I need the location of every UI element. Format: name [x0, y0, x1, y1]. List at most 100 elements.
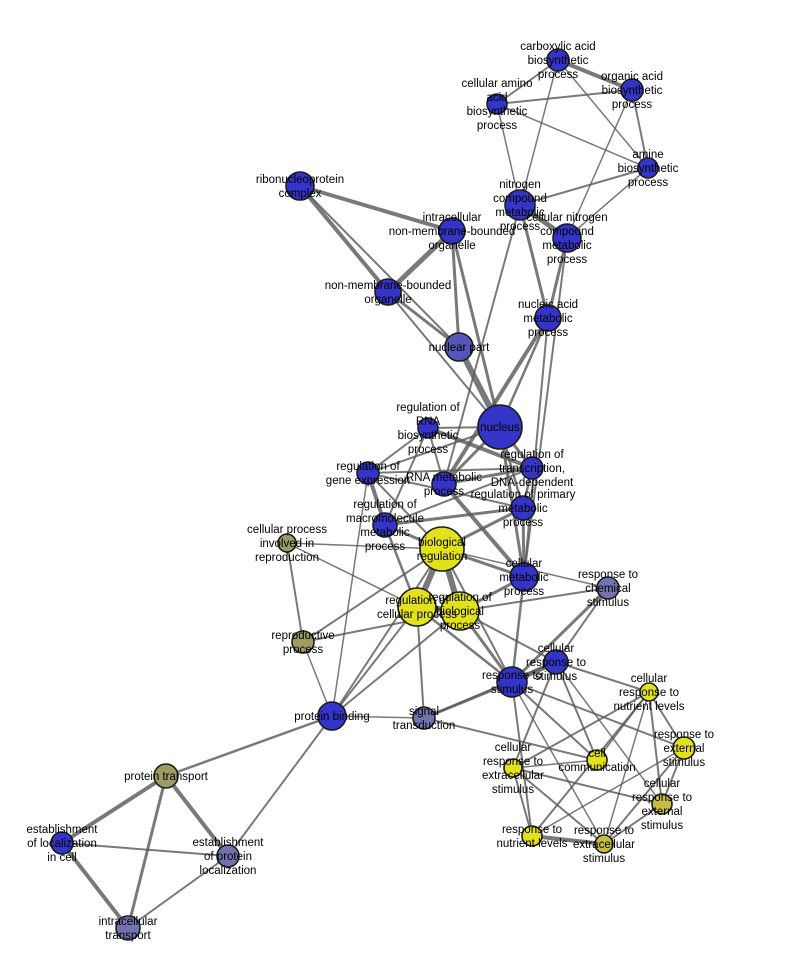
node-cellcomm[interactable] — [586, 749, 608, 771]
node-regcell[interactable] — [397, 587, 437, 627]
edge-respstim-respext — [511, 681, 685, 749]
edge-amino-nitrogen — [496, 103, 521, 206]
node-respchem[interactable] — [596, 576, 620, 600]
edge-cellrespnutrient-cellrespext — [648, 691, 663, 805]
node-prottrans[interactable] — [153, 763, 179, 789]
node-signal[interactable] — [412, 706, 436, 730]
edge-amine-nitrogen — [519, 167, 649, 206]
node-respstim[interactable] — [496, 666, 528, 698]
node-estprotloc[interactable] — [216, 844, 240, 868]
node-amino[interactable] — [486, 93, 508, 115]
edge-estloc-intratrans — [60, 841, 130, 930]
edge-organic-amine — [631, 89, 649, 169]
node-cellnitrogen[interactable] — [552, 223, 582, 253]
edge-cellprocrep-reprod — [286, 542, 304, 643]
edge-respnutrient-respextra — [530, 834, 606, 846]
node-reggene[interactable] — [356, 461, 380, 485]
node-layer — [50, 48, 696, 941]
node-nitrogen[interactable] — [504, 189, 536, 221]
edge-regcell-proteinbind — [331, 606, 418, 717]
node-cellrespextra[interactable] — [503, 758, 523, 778]
edge-cellprocrep-regcell — [286, 542, 418, 608]
edge-cellmet-respstim — [510, 575, 526, 684]
edge-estprotloc-intratrans — [127, 855, 229, 929]
edge-carboxylic-organic — [556, 58, 634, 92]
edge-biolreg-proteinbind — [331, 548, 443, 717]
edge-organic-amino — [496, 89, 633, 105]
node-biolreg[interactable] — [419, 526, 465, 572]
node-estloc[interactable] — [50, 831, 74, 855]
edge-carboxylic-amine — [557, 59, 649, 169]
node-intratrans[interactable] — [115, 915, 141, 941]
edge-regcell-respstim — [415, 605, 514, 684]
edge-nmb-nuclearpart — [386, 290, 461, 349]
edge-respext-respextra — [603, 747, 685, 845]
node-reprod[interactable] — [291, 630, 315, 654]
edge-respchem-regbiol — [459, 587, 609, 612]
edge-cellresp-signal — [423, 661, 557, 719]
node-proteinbind[interactable] — [317, 701, 347, 731]
node-rnamet[interactable] — [431, 471, 457, 497]
edge-proteinbind-estprotloc — [227, 715, 333, 857]
edge-reggene-proteinbind — [331, 472, 369, 717]
edge-carboxylic-nitrogen — [519, 59, 559, 206]
node-cellmet[interactable] — [509, 562, 539, 592]
node-nuclearpart[interactable] — [444, 332, 474, 362]
edge-ribo-nuclearpart — [299, 185, 460, 348]
node-ribo[interactable] — [285, 171, 315, 201]
edge-cellrespnutrient-respextra — [603, 691, 650, 845]
edge-regrna-regtrans — [426, 426, 534, 470]
edge-inmb-nuclearpart — [450, 229, 461, 349]
node-cellrespext[interactable] — [651, 793, 673, 815]
node-inmb[interactable] — [438, 217, 466, 245]
edge-proteinbind-prottrans — [164, 714, 334, 778]
node-regprimary[interactable] — [510, 495, 536, 521]
node-nucleus[interactable] — [477, 404, 523, 450]
node-amine[interactable] — [637, 157, 659, 179]
node-regmacro[interactable] — [372, 512, 398, 538]
edge-amino-amine — [496, 103, 649, 169]
edge-ribo-inmb — [298, 184, 454, 233]
edge-cellresp-cellcomm — [555, 661, 598, 761]
node-respnutrient[interactable] — [521, 825, 543, 847]
node-cellresp[interactable] — [543, 649, 569, 675]
edge-regtrans-rnamet — [442, 466, 534, 486]
edge-prottrans-intratrans — [126, 774, 168, 930]
edge-rnamet-cellmet — [442, 482, 526, 579]
node-cellrespnutrient[interactable] — [639, 682, 659, 702]
node-organic[interactable] — [620, 78, 644, 102]
edge-inmb-nmb — [385, 228, 455, 295]
edge-prottrans-estloc — [60, 774, 168, 845]
node-carboxylic[interactable] — [546, 48, 570, 72]
edge-cellrespext-respextra — [603, 803, 663, 845]
node-regtrans[interactable] — [520, 456, 544, 480]
edge-cellrespnutrient-cellrespextra — [512, 691, 650, 769]
edge-respchem-cellresp — [555, 587, 609, 663]
edge-cellprocrep-biolreg — [286, 542, 443, 550]
node-nmb[interactable] — [374, 278, 402, 306]
node-regbiol[interactable] — [440, 591, 480, 631]
edge-cellnitrogen-cellmet — [523, 237, 568, 578]
edge-nitrogen-nucleic — [518, 203, 550, 320]
edge-amine-cellnitrogen — [566, 167, 649, 239]
node-nucleic[interactable] — [534, 304, 562, 332]
edge-regtrans-reggene — [367, 467, 533, 474]
edge-respstim-respnutrient — [511, 681, 533, 837]
edge-layer — [60, 58, 685, 930]
node-respext[interactable] — [672, 736, 696, 760]
edge-nucleic-cellmet — [523, 317, 549, 578]
edge-cellcomm-cellrespnutrient — [596, 691, 650, 761]
edge-cellresp-cellrespext — [555, 661, 663, 805]
edge-biolreg-reprod — [302, 548, 443, 643]
node-regrna[interactable] — [417, 417, 439, 439]
node-respextra[interactable] — [594, 834, 614, 854]
edge-regmacro-regprimary — [383, 506, 525, 527]
edge-cellrespextra-respextra — [512, 767, 605, 845]
edge-carboxylic-amino — [496, 59, 559, 105]
node-cellprocrep[interactable] — [277, 533, 297, 553]
edge-respext-respnutrient — [531, 747, 685, 837]
edge-regbiol-proteinbind — [331, 610, 461, 717]
edge-regrna-regmacro — [384, 427, 429, 526]
